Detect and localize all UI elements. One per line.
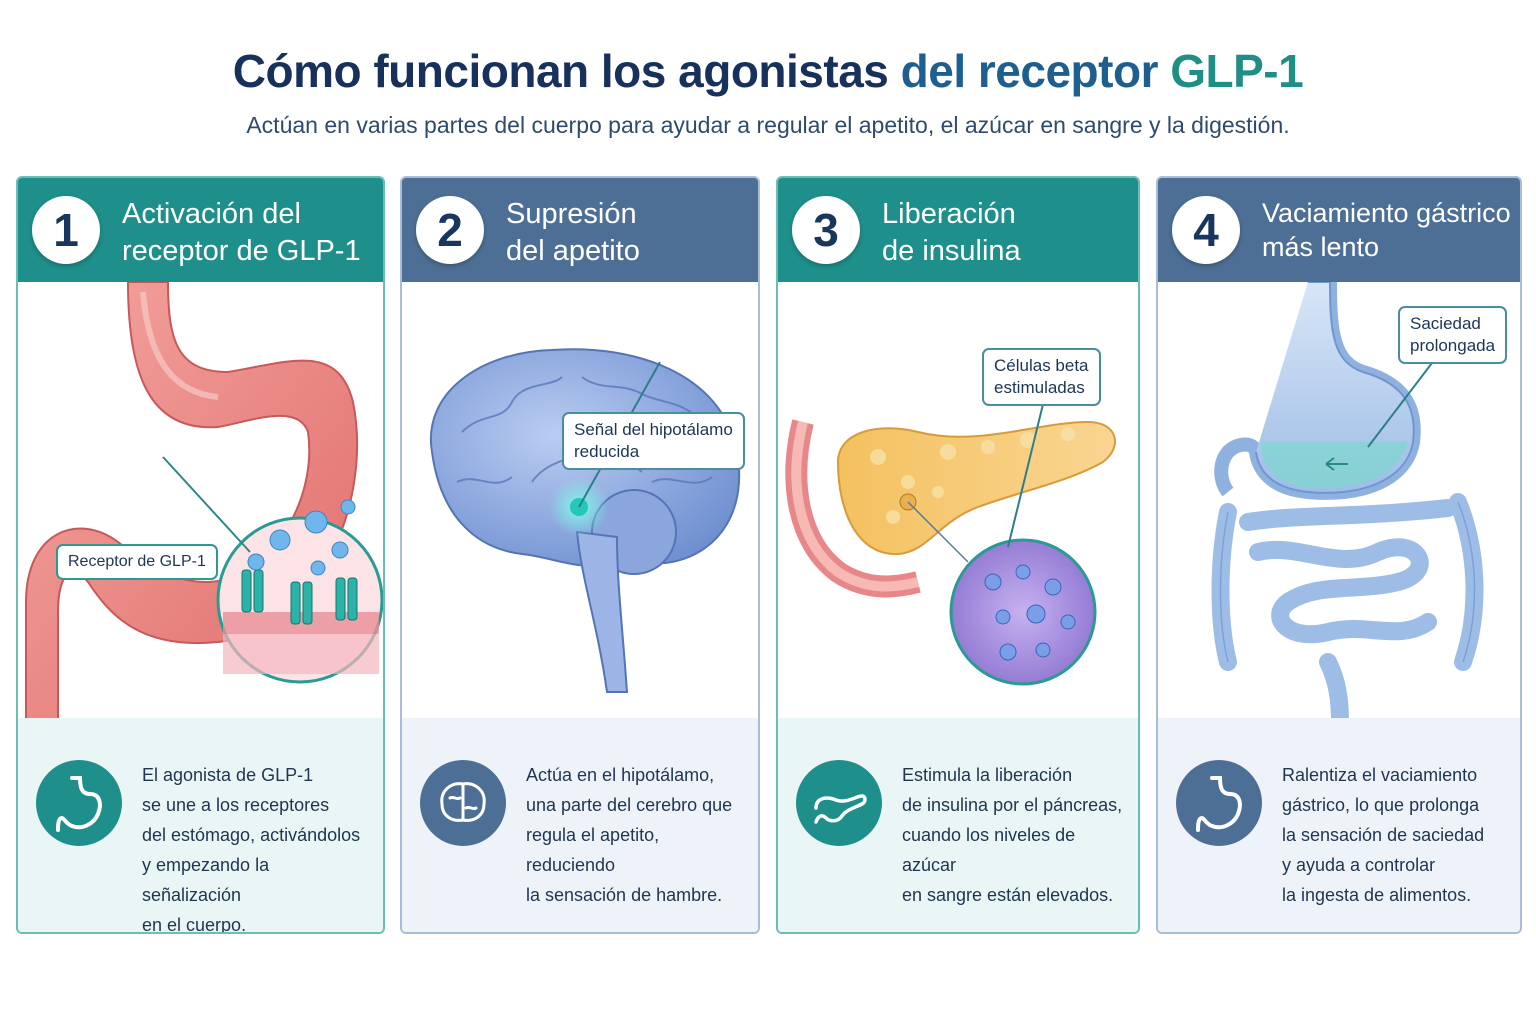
card-description: El agonista de GLP-1 se une a los recept… (142, 765, 361, 934)
callout-receptor: Receptor de GLP-1 (56, 544, 218, 580)
step-number: 2 (416, 196, 484, 264)
step-number: 3 (792, 196, 860, 264)
card-description: Actúa en el hipotálamo, una parte del ce… (526, 765, 733, 905)
card-header: 2 Supresión del apetito (402, 178, 758, 282)
card-header: 4 Vaciamiento gástrico más lento (1158, 178, 1520, 282)
callout-satiety: Saciedad prolongada (1398, 306, 1508, 364)
brain-illustration: Señal del hipotálamo reducida (402, 282, 758, 722)
digestive-tract-illustration: Saciedad prolongada (1158, 275, 1520, 731)
card-footer: Ralentiza el vaciamiento gástrico, lo qu… (1158, 718, 1520, 932)
card-header: 3 Liberación de insulina (778, 178, 1138, 282)
stomach-icon (1176, 760, 1262, 846)
card-title: Supresión del apetito (506, 198, 640, 267)
card-footer: El agonista de GLP-1 se une a los recept… (18, 718, 383, 932)
card-footer: Actúa en el hipotálamo, una parte del ce… (402, 718, 758, 932)
callout-beta-cells: Células beta estimuladas (982, 348, 1101, 406)
pancreas-icon (796, 760, 882, 846)
card-title: Activación del receptor de GLP-1 (122, 198, 361, 267)
page-title: Cómo funcionan los agonistas del recepto… (0, 44, 1536, 98)
brain-icon (420, 760, 506, 846)
pancreas-illustration: Células beta estimuladas (778, 282, 1138, 722)
card-insulin-release: 3 Liberación de insulina (776, 176, 1140, 934)
card-description: Ralentiza el vaciamiento gástrico, lo qu… (1282, 765, 1485, 905)
title-part-1: Cómo funcionan los agonistas (232, 45, 901, 97)
card-appetite-suppression: 2 Supresión del apetito (400, 176, 760, 934)
card-description: Estimula la liberación de insulina por e… (902, 765, 1123, 905)
stomach-illustration: Receptor de GLP-1 (18, 281, 383, 723)
card-receptor-activation: 1 Activación del receptor de GLP-1 (16, 176, 385, 934)
title-part-2: del receptor (900, 45, 1171, 97)
page-subtitle: Actúan en varias partes del cuerpo para … (246, 112, 1290, 138)
step-number: 1 (32, 196, 100, 264)
card-header: 1 Activación del receptor de GLP-1 (18, 178, 383, 282)
card-footer: Estimula la liberación de insulina por e… (778, 718, 1138, 932)
title-part-3: GLP-1 (1170, 45, 1304, 97)
card-title: Liberación de insulina (882, 198, 1021, 267)
callout-hypothalamus: Señal del hipotálamo reducida (562, 412, 745, 470)
card-title: Vaciamiento gástrico más lento (1262, 198, 1511, 262)
card-gastric-emptying: 4 Vaciamiento gástrico más lento (1156, 176, 1522, 934)
step-number: 4 (1172, 196, 1240, 264)
stomach-icon (36, 760, 122, 846)
